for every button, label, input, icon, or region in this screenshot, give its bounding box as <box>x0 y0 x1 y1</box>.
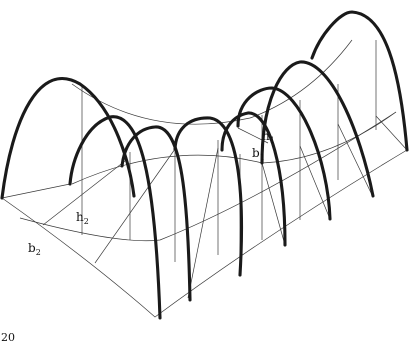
arch-5 <box>220 111 287 247</box>
arch-6 <box>236 86 332 221</box>
label-b1: b1 <box>252 146 265 162</box>
label-h1: h1 <box>262 129 275 145</box>
arch-7 <box>260 60 375 198</box>
ground-line <box>1 183 71 199</box>
arch-1 <box>0 77 136 200</box>
ground-line <box>42 160 126 226</box>
arch-2 <box>68 115 162 320</box>
ground-line <box>187 147 219 299</box>
far-boundary-curve <box>71 39 353 125</box>
ground-line <box>94 148 176 264</box>
ground-mid-line <box>19 111 397 242</box>
figure-number: 20 <box>1 331 15 344</box>
ground-line <box>261 162 286 246</box>
arch-8 <box>310 10 409 152</box>
near-ground-edge <box>1 149 408 318</box>
arch-4 <box>173 116 244 277</box>
arch-ribs <box>0 10 409 320</box>
ground-line <box>299 145 331 220</box>
ground-line <box>337 123 374 198</box>
ground-line <box>375 115 408 151</box>
label-h2: h2 <box>76 210 89 226</box>
label-b2: b2 <box>28 241 41 257</box>
arch-3 <box>120 125 192 302</box>
vertical-guide-lines <box>81 40 377 262</box>
